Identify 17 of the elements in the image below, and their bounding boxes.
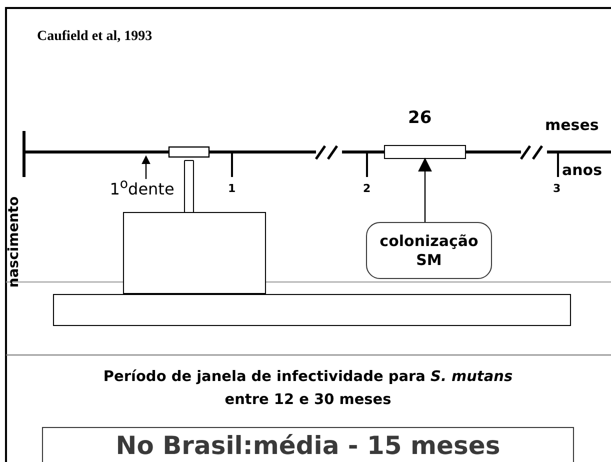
arrow xyxy=(418,158,432,222)
tick-label: 3 xyxy=(553,182,561,195)
unit-label: meses xyxy=(545,116,599,134)
arrow xyxy=(142,155,150,179)
tick-label: 2 xyxy=(363,182,371,195)
citation: Caufield et al, 1993 xyxy=(37,29,152,45)
tick-label: 1 xyxy=(228,182,236,195)
milestone-label: 1$^{o}$dente xyxy=(98,177,186,199)
note-text: Período de janela de infectividade para S. mutans entre 12 e 30 meses xyxy=(102,368,514,410)
unit-label: anos xyxy=(562,161,602,179)
info-box: No Brasil:média - 15 meses xyxy=(42,427,574,462)
timeline-bar xyxy=(384,145,466,159)
vertical-label: nascimento xyxy=(6,195,22,290)
empty-box xyxy=(53,294,571,326)
empty-box xyxy=(123,212,266,294)
value-label: 26 xyxy=(408,108,432,128)
callout-box: colonização SM xyxy=(366,222,492,279)
